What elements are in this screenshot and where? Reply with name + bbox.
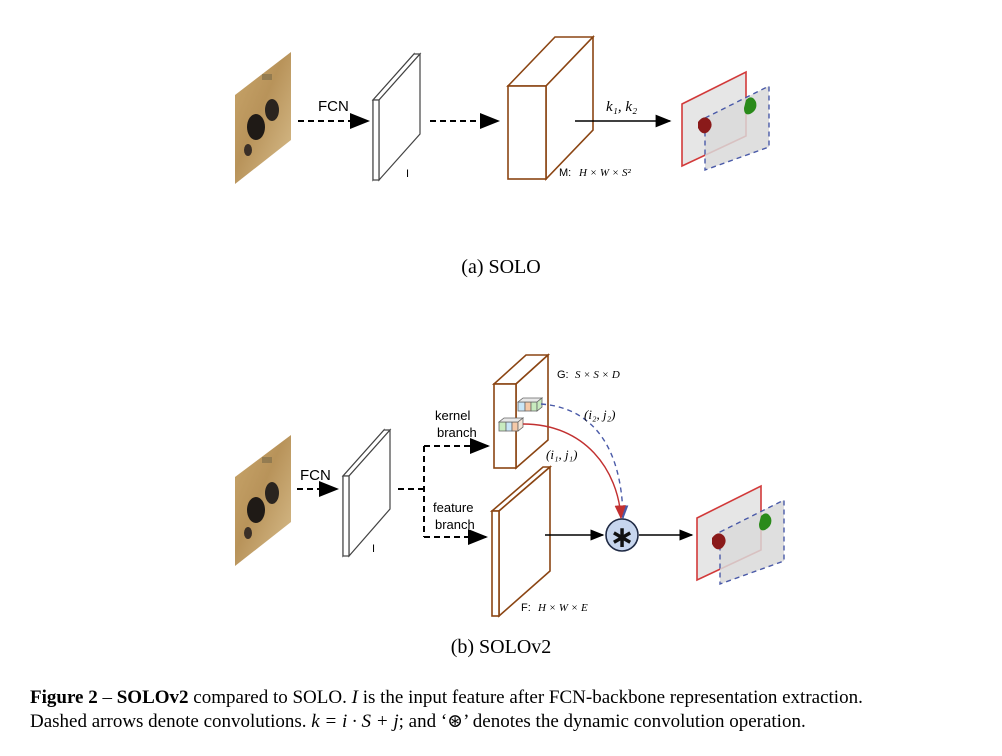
caption-line-2: Dashed arrows denote convolutions. k = i… — [30, 710, 990, 734]
figure-caption: Figure 2 – SOLOv2 compared to SOLO. I is… — [30, 686, 990, 734]
fcn-label-b: FCN — [300, 467, 331, 484]
caption-dash: – — [97, 687, 117, 708]
caption-figure-number: Figure 2 — [30, 687, 98, 708]
panel-a-solo: FCN I M: H × W × S² k₁, k₂ — [235, 35, 770, 184]
kernel-branch-label-line2: branch — [437, 425, 477, 440]
g-label-prefix: G: — [557, 369, 569, 381]
fcn-label-a: FCN — [318, 98, 349, 115]
feature-block-f — [489, 465, 553, 618]
branch-connectors — [398, 446, 425, 537]
red-solid-curve-arrow — [522, 423, 626, 520]
feature-branch-label-line2: branch — [435, 517, 475, 532]
input-image-a — [235, 52, 291, 184]
caption-title: SOLOv2 — [116, 687, 189, 708]
mask-label-math: H × W × S² — [578, 167, 631, 179]
f-label-math: H × W × E — [537, 602, 588, 614]
kernel-block-g — [491, 353, 551, 470]
index2-label: (i₂, j₂) — [584, 407, 615, 422]
output-masks-b — [696, 484, 785, 585]
blue-dashed-curve-arrow — [540, 403, 629, 520]
caption-text-4: ; and ‘⊛’ denotes the dynamic convolutio… — [398, 711, 806, 732]
mask-label-prefix: M: — [559, 167, 571, 179]
feature-map-i-a — [371, 52, 422, 182]
kernel-index-label: k₁, k₂ — [606, 99, 637, 115]
kernel-cube-2 — [516, 397, 544, 412]
panel-b-solov2: FCN I kernel branch feature branch G: S … — [235, 353, 785, 618]
solo-figure-diagram: FCN I M: H × W × S² k₁, k₂ — [235, 35, 785, 618]
dynamic-conv-symbol: ∗ — [609, 521, 634, 554]
caption-text-1: compared to SOLO. — [188, 687, 352, 708]
feature-label-i-b: I — [372, 543, 375, 555]
g-label-math: S × S × D — [575, 369, 620, 381]
index1-label: (i₁, j₁) — [546, 447, 577, 462]
feature-label-i-a: I — [406, 168, 409, 180]
input-image-b — [235, 435, 291, 566]
caption-line-1: Figure 2 – SOLOv2 compared to SOLO. I is… — [30, 686, 990, 710]
caption-math-i: I — [351, 687, 358, 708]
feature-branch-label-line1: feature — [433, 500, 473, 515]
kernel-branch-label-line1: kernel — [435, 408, 471, 423]
subcaption-b: (b) SOLOv2 — [450, 636, 552, 658]
kernel-cube-1 — [497, 417, 525, 432]
dynamic-conv-circle — [605, 518, 639, 552]
mask-block-m — [506, 35, 595, 181]
caption-text-2: is the input feature after FCN-backbone … — [357, 687, 863, 708]
feature-map-i-b — [341, 428, 392, 558]
f-label-prefix: F: — [521, 602, 531, 614]
caption-math-k: k = i · S + j — [311, 711, 399, 732]
output-masks-a — [681, 70, 770, 171]
caption-text-3: Dashed arrows denote convolutions. — [30, 711, 312, 732]
subcaption-a: (a) SOLO — [461, 256, 541, 278]
